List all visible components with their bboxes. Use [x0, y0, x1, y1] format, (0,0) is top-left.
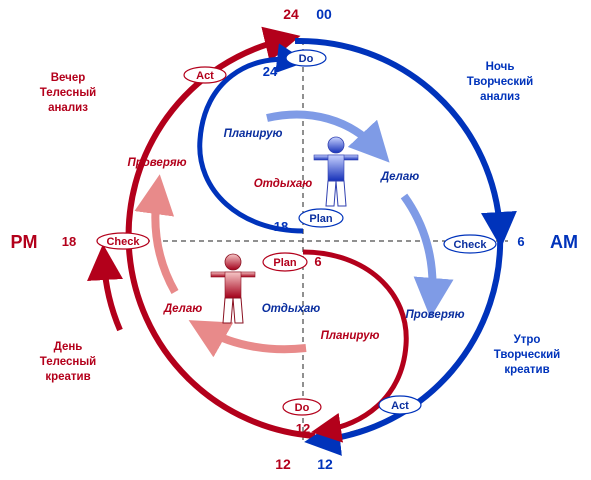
inner-12: 12	[296, 421, 310, 436]
inner-6: 6	[314, 254, 321, 269]
clock-left-18: 18	[62, 234, 76, 249]
quadrant-night: Ночь Творческий анализ	[467, 61, 533, 103]
light-blue-arrow-upper	[266, 110, 390, 163]
label-blue-check: Проверяю	[405, 309, 464, 321]
inner-blue-curve	[197, 43, 307, 234]
inner-18: 18	[274, 219, 288, 234]
label-blue-rest: Отдыхаю	[254, 178, 313, 190]
clock-bottom-red: 12	[275, 456, 291, 472]
quadrant-day: День Телесный креатив	[40, 341, 96, 383]
svg-text:Plan: Plan	[273, 257, 297, 269]
clock-top-blue: 00	[316, 6, 332, 22]
clock-bottom-blue: 12	[317, 456, 333, 472]
tag-do-bottom: Do	[282, 398, 322, 416]
quadrant-morning: Утро Творческий креатив	[494, 334, 560, 376]
svg-text:Творческий: Творческий	[494, 349, 560, 361]
pm-label: PM	[11, 232, 38, 252]
svg-text:Check: Check	[453, 239, 487, 251]
blue-person-icon	[313, 136, 359, 207]
svg-text:Ночь: Ночь	[486, 61, 515, 73]
outer-blue-arc-lower	[304, 231, 504, 456]
clock-right-6: 6	[517, 234, 524, 249]
tag-plan-blue: Plan	[298, 208, 344, 228]
tag-do-top: Do	[285, 49, 327, 67]
svg-text:Do: Do	[299, 53, 314, 65]
label-blue-plan: Планирую	[224, 128, 283, 140]
svg-text:Утро: Утро	[514, 334, 541, 346]
svg-text:креатив: креатив	[504, 364, 549, 376]
clock-top-red: 24	[283, 6, 299, 22]
label-red-check: Проверяю	[127, 157, 186, 169]
am-label: AM	[550, 232, 578, 252]
svg-text:креатив: креатив	[45, 371, 90, 383]
svg-text:Do: Do	[295, 402, 310, 414]
quadrant-evening: Вечер Телесный анализ	[40, 72, 96, 114]
tag-check-right: Check	[443, 234, 497, 254]
red-person-icon	[210, 253, 256, 324]
label-red-plan: Планирую	[321, 330, 380, 342]
outer-red-arrow-left	[87, 244, 123, 332]
tag-act-bottom: Act	[378, 395, 422, 415]
outer-blue-arc	[294, 37, 517, 248]
inner-24: 24	[263, 64, 278, 79]
svg-text:Вечер: Вечер	[51, 72, 86, 84]
svg-text:Plan: Plan	[309, 213, 333, 225]
label-red-rest: Отдыхаю	[262, 303, 321, 315]
label-red-do: Делаю	[163, 303, 202, 315]
inner-red-curve	[302, 249, 409, 443]
svg-text:Act: Act	[391, 400, 409, 412]
svg-text:Act: Act	[196, 70, 214, 82]
light-red-arrow-lower	[188, 320, 307, 358]
label-blue-do: Делаю	[380, 171, 419, 183]
svg-text:Телесный: Телесный	[40, 356, 96, 368]
svg-text:Check: Check	[106, 236, 140, 248]
tag-plan-red: Plan	[262, 252, 308, 272]
svg-text:анализ: анализ	[48, 102, 88, 114]
tag-check-left: Check	[96, 232, 150, 250]
svg-text:анализ: анализ	[480, 91, 520, 103]
light-red-arrow-upper	[134, 174, 179, 294]
svg-text:День: День	[54, 341, 83, 353]
light-blue-arrow-lower	[400, 193, 454, 318]
tag-act-top: Act	[183, 66, 227, 84]
svg-text:Телесный: Телесный	[40, 87, 96, 99]
svg-text:Творческий: Творческий	[467, 76, 533, 88]
